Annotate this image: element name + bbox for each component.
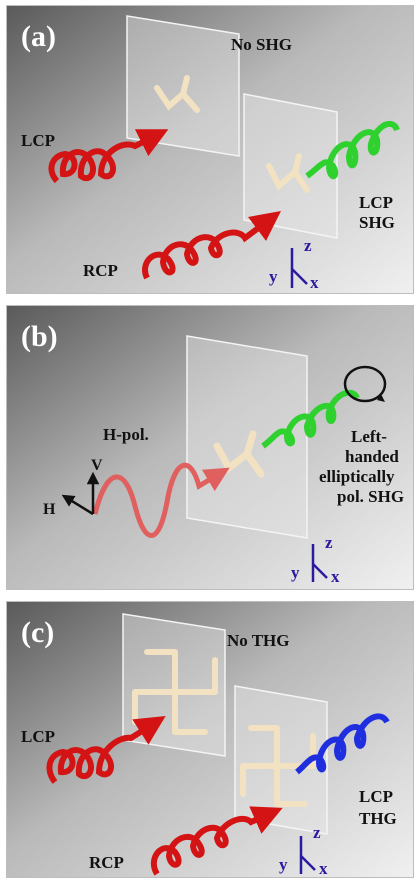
- no-shg-text: No SHG: [231, 35, 292, 54]
- shg-beam-a: [305, 120, 400, 180]
- lcp-input-label-c: LCP: [21, 727, 55, 746]
- chiral-structure-left: [154, 75, 200, 113]
- glass-plate-right-c: [234, 685, 328, 835]
- panel-c: (c) No THG LCP RCP LCP THG z y x: [6, 601, 414, 878]
- v-axis-label: V: [91, 457, 103, 474]
- h-axis-arrow: [61, 494, 94, 516]
- rcp-input-label-a: RCP: [83, 261, 118, 280]
- panel-a: (a) No SHG LCP RCP LCP SHG z y x: [6, 5, 414, 294]
- h-axis-label: H: [43, 501, 56, 518]
- axes-a: [290, 248, 308, 288]
- panel-b-background: [7, 306, 413, 589]
- ellipse-arrow-icon: [377, 394, 385, 402]
- panel-b: (b) H-pol. V H Left- handed elliptically…: [6, 305, 414, 590]
- panel-c-figure: (c) No THG LCP RCP LCP THG z y x: [7, 602, 413, 877]
- axis-y-c: y: [279, 855, 288, 874]
- panel-a-figure: (a) No SHG LCP RCP LCP SHG z y x: [7, 6, 413, 293]
- panel-c-background: [7, 602, 413, 877]
- output-label-c-line1: LCP: [359, 787, 393, 806]
- axis-z-c: z: [313, 823, 321, 842]
- panel-b-figure: (b) H-pol. V H Left- handed elliptically…: [7, 306, 413, 589]
- output-label-a-line1: LCP: [359, 193, 393, 212]
- h-pol-label: H-pol.: [103, 425, 149, 444]
- panel-label-c: (c): [21, 616, 54, 649]
- fourfold-structure-left: [132, 649, 218, 735]
- axis-z-b: z: [325, 533, 333, 552]
- rcp-beam-a: [142, 211, 281, 280]
- thg-beam-c: [295, 713, 390, 775]
- axes-c: [299, 836, 316, 874]
- axis-y-b: y: [291, 563, 300, 582]
- axis-x-b: x: [331, 567, 340, 586]
- axis-z-a: z: [304, 236, 312, 255]
- output-label-b-line2: handed: [345, 447, 399, 466]
- fourfold-structure-right: [240, 725, 316, 807]
- rcp-input-label-c: RCP: [89, 853, 124, 872]
- axis-x-c: x: [319, 859, 328, 877]
- axis-y-a: y: [269, 267, 278, 286]
- output-label-b-line4: pol. SHG: [337, 487, 404, 506]
- axis-x-a: x: [310, 273, 319, 292]
- panel-label-b: (b): [21, 320, 58, 353]
- output-label-b-line3: elliptically: [319, 467, 395, 486]
- output-label-a-line2: SHG: [359, 213, 395, 232]
- lcp-beam-c: [46, 715, 166, 784]
- chiral-structure-right: [266, 153, 310, 193]
- output-label-b-line1: Left-: [351, 427, 387, 446]
- chiral-structure-b: [213, 430, 265, 478]
- axes-b: [311, 544, 328, 582]
- panel-label-a: (a): [21, 20, 56, 53]
- elliptical-polarization-icon: [343, 365, 387, 403]
- lcp-beam-a: [48, 129, 169, 184]
- lcp-input-label-a: LCP: [21, 131, 55, 150]
- no-thg-text: No THG: [227, 631, 290, 650]
- shg-beam-b: [261, 389, 360, 449]
- glass-plate-right: [243, 93, 338, 239]
- output-label-c-line2: THG: [359, 809, 397, 828]
- rcp-beam-c: [150, 806, 283, 876]
- h-pol-beam: [92, 462, 230, 538]
